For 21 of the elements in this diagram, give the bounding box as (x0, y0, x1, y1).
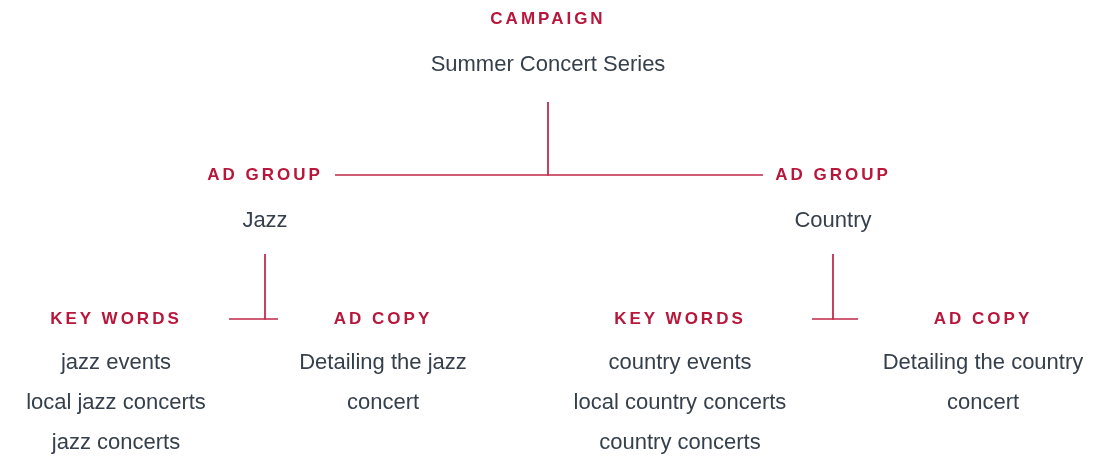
node-heading: AD COPY (933, 308, 1033, 330)
node-heading: KEY WORDS (50, 308, 182, 330)
connector-line (264, 253, 279, 320)
node-text: country events (608, 348, 752, 376)
node-heading: KEY WORDS (614, 308, 746, 330)
node-text: Detailing the jazz concert (298, 348, 468, 416)
node-heading: AD COPY (333, 308, 433, 330)
node-text: Detailing the country concert (881, 348, 1085, 416)
node-text: local country concerts (573, 388, 787, 416)
node-heading: AD GROUP (775, 164, 891, 186)
node-text: country concerts (599, 428, 761, 456)
node-text: jazz concerts (51, 428, 181, 456)
node-text: jazz events (60, 348, 172, 376)
node-text: Jazz (242, 206, 288, 234)
connector-line (832, 253, 859, 320)
node-text: Summer Concert Series (430, 50, 666, 78)
node-text: Country (794, 206, 872, 234)
node-text: local jazz concerts (26, 388, 206, 416)
node-heading: AD GROUP (207, 164, 323, 186)
node-heading: CAMPAIGN (490, 8, 606, 30)
connector-line (547, 101, 764, 176)
